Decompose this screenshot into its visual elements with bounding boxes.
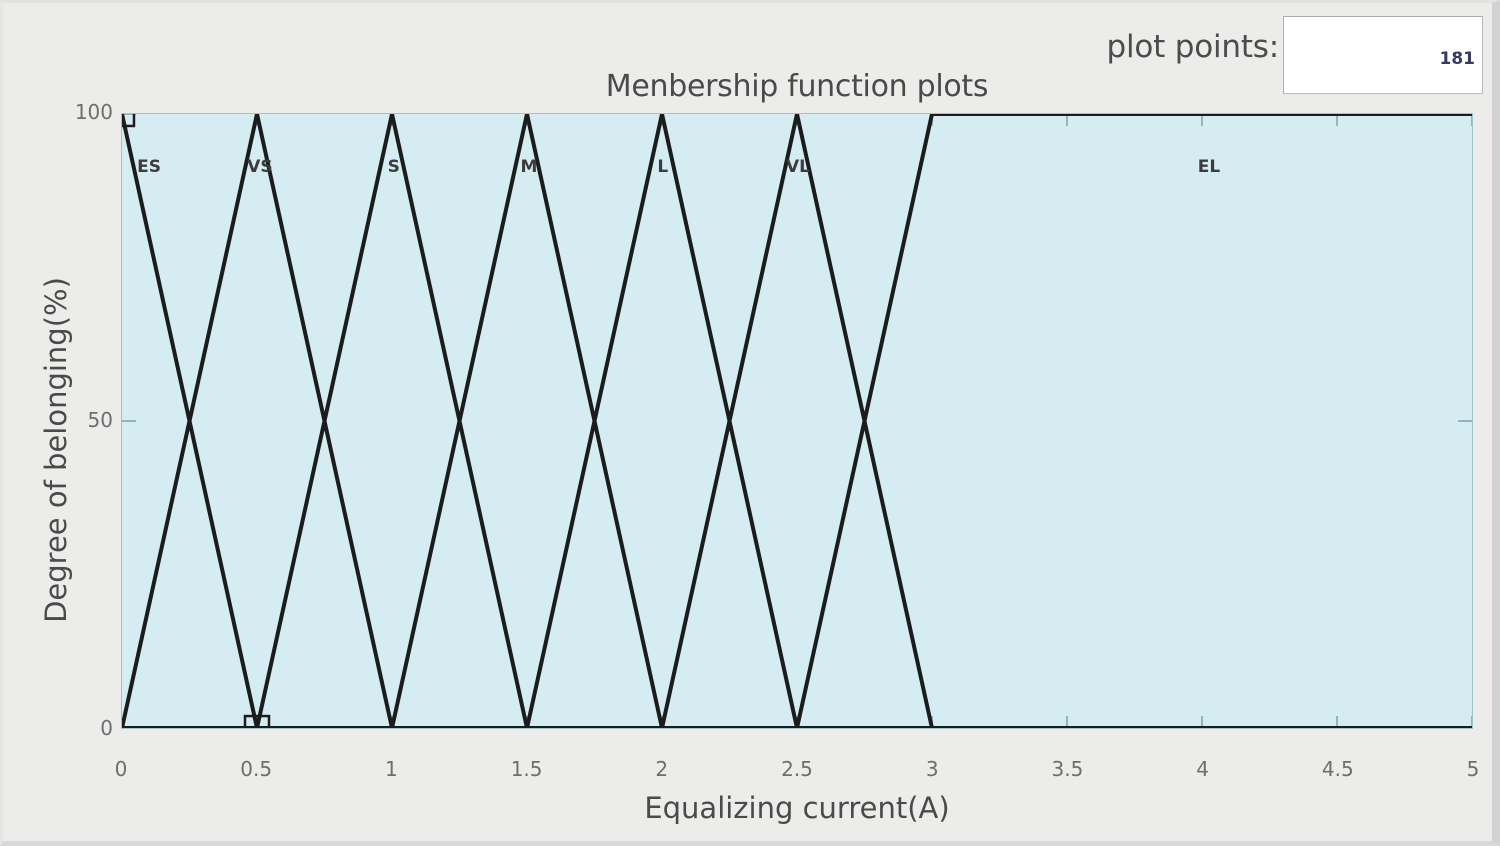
x-axis-ticks: 0 0.5 1 1.5 2 2.5 3 3.5 4 4.5 5 bbox=[115, 751, 1480, 785]
mf-label-m: M bbox=[520, 157, 538, 177]
mf-label-vs: VS bbox=[247, 157, 273, 177]
plot-points-label: plot points: bbox=[1106, 29, 1279, 65]
x-tick-label-5: 5 bbox=[1466, 757, 1480, 781]
x-tick-label-2: 2 bbox=[655, 757, 669, 781]
plot-area[interactable]: ES VS S M L VL EL bbox=[121, 113, 1473, 729]
y-axis-ticks: 0 50 100 bbox=[43, 100, 113, 740]
x-tick-label-0: 0 bbox=[114, 757, 128, 781]
mf-label-es: ES bbox=[137, 157, 161, 177]
plot-points-control: plot points: 181 bbox=[1106, 16, 1483, 94]
mf-label-el: EL bbox=[1197, 157, 1221, 177]
plot-points-input[interactable]: 181 bbox=[1283, 16, 1483, 94]
x-tick-label-3-5: 3.5 bbox=[1051, 757, 1084, 781]
y-tick-label-0: 0 bbox=[100, 716, 113, 740]
membership-curves bbox=[122, 114, 1472, 728]
y-tick-label-50: 50 bbox=[87, 408, 113, 432]
x-tick-label-4-5: 4.5 bbox=[1321, 757, 1354, 781]
mf-label-vl: VL bbox=[786, 157, 810, 177]
x-tick-label-3: 3 bbox=[925, 757, 939, 781]
x-tick-label-2-5: 2.5 bbox=[781, 757, 813, 781]
mf-label-l: L bbox=[657, 157, 669, 177]
plot-points-input-value: 181 bbox=[1439, 49, 1476, 69]
mf-label-s: S bbox=[387, 157, 400, 177]
membership-curve-el[interactable] bbox=[122, 114, 1472, 728]
drag-handle-group[interactable] bbox=[122, 114, 271, 728]
chart-title: Menbership function plots bbox=[605, 69, 989, 104]
membership-curve-s[interactable] bbox=[122, 114, 1472, 728]
y-tick-label-100: 100 bbox=[74, 100, 113, 124]
x-tick-label-1: 1 bbox=[385, 757, 398, 781]
x-tick-label-1-5: 1.5 bbox=[510, 757, 543, 781]
handle-vs-base[interactable] bbox=[243, 714, 271, 728]
x-tick-label-0-5: 0.5 bbox=[240, 757, 273, 781]
x-tick-label-4: 4 bbox=[1196, 757, 1209, 781]
x-axis-label: Equalizing current(A) bbox=[644, 791, 950, 825]
curve-group bbox=[122, 114, 1472, 728]
membership-curve-es[interactable] bbox=[122, 114, 1472, 728]
